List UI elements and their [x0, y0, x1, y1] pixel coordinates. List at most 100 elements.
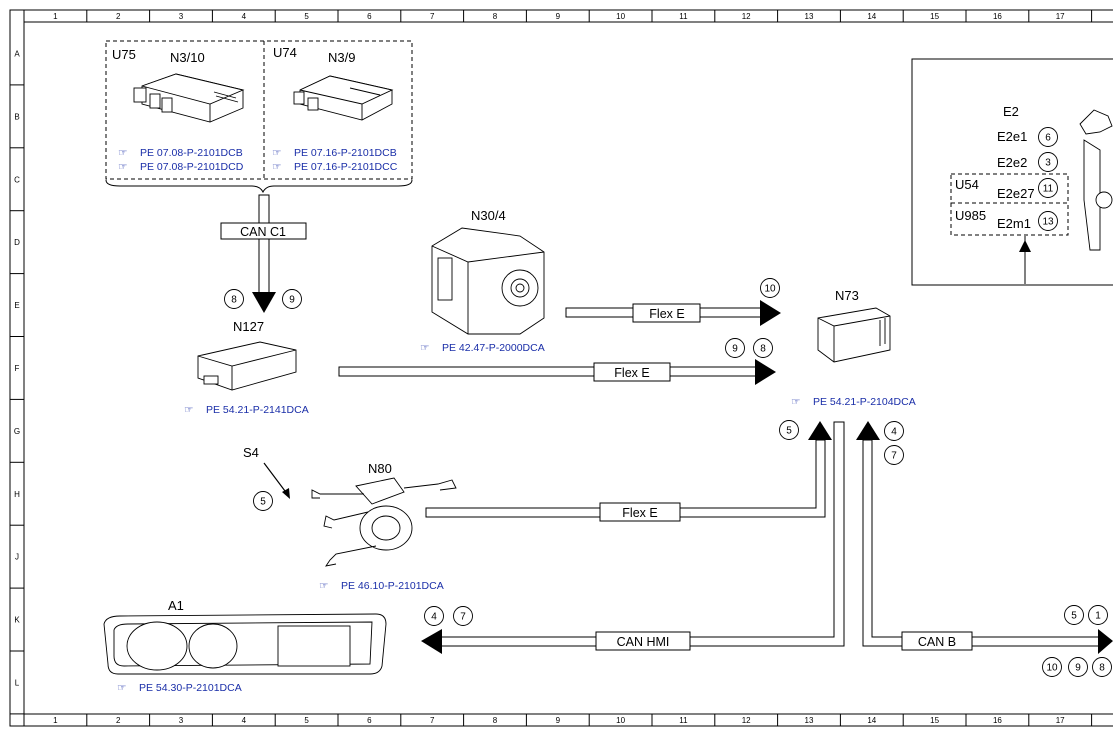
bus-label-can-c1: CAN C1 [240, 225, 286, 239]
grid-column-label: 1 [53, 12, 58, 21]
connector-number: 5 [1071, 611, 1077, 622]
grid-row-label: D [14, 238, 20, 247]
grid-column-label: 2 [116, 716, 121, 725]
label-n127: N127 [233, 319, 264, 334]
connector-circle [224, 289, 244, 309]
hand-pointer-icon: ☞ [319, 580, 328, 592]
grid-column-label: 16 [993, 12, 1002, 21]
connector-number: 9 [289, 295, 295, 306]
grid-column-label: 12 [742, 12, 751, 21]
connector-circle [1038, 178, 1058, 198]
connector-circle [253, 491, 273, 511]
label-n3-9: N3/9 [328, 50, 355, 65]
ref-n30-4[interactable]: ☞ PE 42.47-P-2000DCA [420, 342, 545, 354]
svg-text:PE 07.16-P-2101DCC: PE 07.16-P-2101DCC [294, 161, 398, 173]
connector-number: 10 [1046, 663, 1058, 674]
svg-text:PE 07.08-P-2101DCD: PE 07.08-P-2101DCD [140, 161, 244, 173]
label-u74: U74 [273, 45, 297, 60]
connector-circle [1038, 127, 1058, 147]
svg-text:PE 07.08-P-2101DCB: PE 07.08-P-2101DCB [140, 147, 243, 159]
hand-pointer-icon: ☞ [118, 147, 127, 159]
ref-u74-a[interactable]: ☞ PE 07.16-P-2101DCB [272, 147, 397, 159]
connector-circle [1064, 605, 1084, 625]
bus-can-c1: CAN C1 [220, 194, 307, 313]
connector-number: 4 [891, 427, 897, 438]
grid-column-label: 16 [993, 716, 1002, 725]
label-s4: S4 [243, 445, 259, 460]
connector-number: 5 [260, 497, 266, 508]
connector-circle [779, 420, 799, 440]
connector-number: 7 [891, 451, 897, 462]
hand-pointer-icon: ☞ [420, 342, 429, 354]
svg-text:PE 07.16-P-2101DCB: PE 07.16-P-2101DCB [294, 147, 397, 159]
connector-circle [884, 421, 904, 441]
connector-circle [725, 338, 745, 358]
label-a1: A1 [168, 598, 184, 613]
connector-number: 9 [732, 344, 738, 355]
connector-circle [884, 445, 904, 465]
ref-u75-a[interactable]: ☞ PE 07.08-P-2101DCB [118, 147, 243, 159]
connector-circle [760, 278, 780, 298]
grid-row-label: K [14, 616, 20, 625]
ref-n80[interactable]: ☞ PE 46.10-P-2101DCA [319, 580, 444, 592]
connector-circle [1088, 605, 1108, 625]
connector-circle [453, 606, 473, 626]
hand-pointer-icon: ☞ [117, 682, 126, 694]
bus-label-can-hmi: CAN HMI [617, 635, 670, 649]
bus-flex-e-n30-4: Flex E [565, 300, 781, 326]
connector-number: 1 [1095, 611, 1101, 622]
grid-column-label: 6 [367, 716, 372, 725]
connector-number: 7 [460, 612, 466, 623]
grid-row-label: E [14, 301, 19, 310]
hand-pointer-icon: ☞ [184, 404, 193, 416]
connector-number: 9 [1075, 663, 1081, 674]
label-n3-10: N3/10 [170, 50, 205, 65]
bus-label-can-b: CAN B [918, 635, 956, 649]
ecu-group: U75 N3/10 U74 N3/9 ☞ PE 07.08-P-2101DCB [105, 40, 413, 194]
grid-column-label: 13 [805, 716, 814, 725]
connector-circle [1038, 152, 1058, 172]
grid-column-label: 5 [304, 716, 309, 725]
ref-u74-b[interactable]: ☞ PE 07.16-P-2101DCC [272, 161, 398, 173]
label-e2m1: E2m1 [997, 216, 1031, 231]
label-u985: U985 [955, 208, 986, 223]
grid-column-label: 1 [53, 716, 58, 725]
grid-column-label: 3 [179, 716, 184, 725]
grid-row-label: A [14, 49, 20, 58]
connector-number: 8 [1099, 663, 1105, 674]
connector-circle [424, 606, 444, 626]
grid-column-label: 5 [304, 12, 309, 21]
connector-number: 6 [1045, 133, 1051, 144]
ref-n73[interactable]: ☞ PE 54.21-P-2104DCA [791, 396, 916, 408]
grid-frame: 1122334455667788991010111112121313141415… [9, 9, 1113, 727]
ref-a1[interactable]: ☞ PE 54.30-P-2101DCA [117, 682, 242, 694]
grid-column-label: 15 [930, 716, 939, 725]
grid-row-label: L [15, 678, 20, 687]
grid-column-label: 10 [616, 12, 625, 21]
connector-circle [1068, 657, 1088, 677]
grid-row-label: J [15, 553, 19, 562]
component-n73: N73 ☞ PE 54.21-P-2104DCA [791, 288, 916, 408]
grid-column-label: 12 [742, 716, 751, 725]
connector-circle [1042, 657, 1062, 677]
bus-label-flex-e: Flex E [649, 307, 684, 321]
component-a1: A1 ☞ PE 54.30-P-2101DCA [103, 598, 387, 694]
grid-column-label: 15 [930, 12, 939, 21]
connector-circle [282, 289, 302, 309]
label-e2e2: E2e2 [997, 155, 1027, 170]
label-n30-4: N30/4 [471, 208, 506, 223]
ref-n127[interactable]: ☞ PE 54.21-P-2141DCA [184, 404, 309, 416]
ecu-n3-10-illustration [133, 73, 245, 123]
connector-number: 10 [764, 284, 776, 295]
connector-number: 13 [1042, 217, 1054, 228]
bus-flex-e-n127: Flex E [338, 359, 776, 385]
grid-row-label: F [15, 364, 20, 373]
hand-pointer-icon: ☞ [791, 396, 800, 408]
grid-column-label: 17 [1056, 716, 1065, 725]
hand-pointer-icon: ☞ [118, 161, 127, 173]
label-e2: E2 [1003, 104, 1019, 119]
grid-column-label: 3 [179, 12, 184, 21]
ref-u75-b[interactable]: ☞ PE 07.08-P-2101DCD [118, 161, 244, 173]
